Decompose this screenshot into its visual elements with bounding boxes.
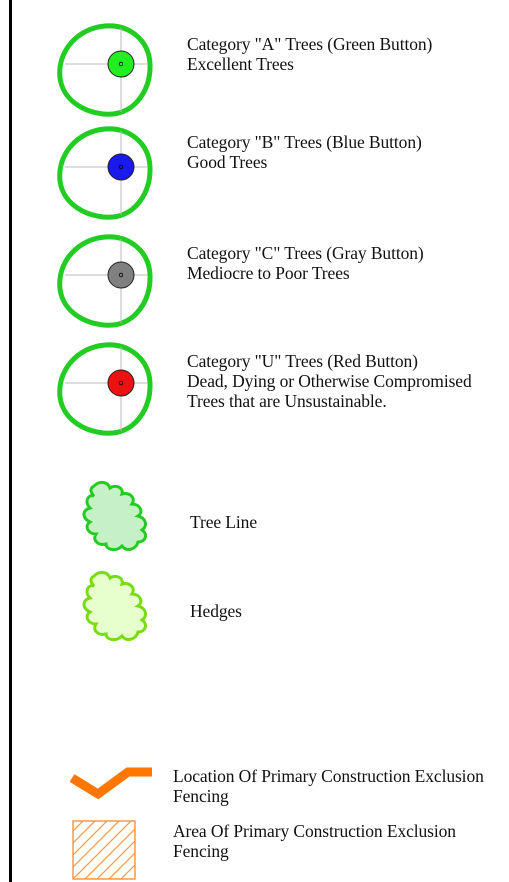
hedges-icon [82,570,147,642]
fencing-area-title: Area Of Primary Construction Exclusion [173,821,456,841]
category-c-description: Mediocre to Poor Trees [187,263,350,283]
category-a-description: Excellent Trees [187,54,294,74]
fencing-line-icon [69,767,152,800]
category-a-tree-icon [57,23,153,117]
tree-line-label: Tree Line [190,512,257,532]
fencing-area-icon [72,820,136,880]
category-b-description: Good Trees [187,152,268,172]
category-b-tree-icon [57,126,153,220]
fencing-line-title: Location Of Primary Construction Exclusi… [173,766,484,786]
category-c-tree-icon [57,234,153,328]
sheet-border [0,0,12,882]
category-c-label: Category "C" Trees (Gray Button) Mediocr… [187,243,424,283]
category-u-description-2: Trees that are Unsustainable. [187,391,387,411]
fencing-area-title-2: Fencing [173,841,229,861]
tree-line-icon [82,480,147,552]
category-u-title: Category "U" Trees (Red Button) [187,351,418,371]
gray-button [107,261,135,289]
fencing-line-label: Location Of Primary Construction Exclusi… [173,766,484,806]
category-a-title: Category "A" Trees (Green Button) [187,34,433,54]
red-button [107,369,135,397]
category-b-title: Category "B" Trees (Blue Button) [187,132,422,152]
fencing-area-label: Area Of Primary Construction Exclusion F… [173,821,456,861]
blue-button [107,153,135,181]
category-c-title: Category "C" Trees (Gray Button) [187,243,424,263]
category-b-label: Category "B" Trees (Blue Button) Good Tr… [187,132,422,172]
category-a-label: Category "A" Trees (Green Button) Excell… [187,34,432,74]
fencing-line-title-2: Fencing [173,786,229,806]
category-u-label: Category "U" Trees (Red Button) Dead, Dy… [187,351,472,411]
category-u-description: Dead, Dying or Otherwise Compromised [187,371,472,391]
hedges-label: Hedges [190,601,242,621]
category-u-tree-icon [57,342,153,436]
green-button [107,50,135,78]
